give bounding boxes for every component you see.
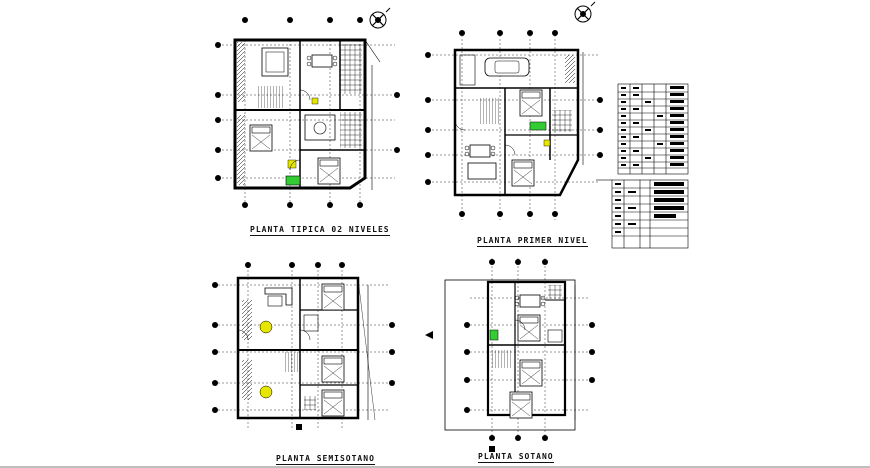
plan-title-typical: PLANTA TIPICA 02 NIVELES <box>250 225 390 234</box>
grid-bubbles <box>212 262 395 413</box>
grid-lines <box>222 40 395 205</box>
plan-title-basement: PLANTA SOTANO <box>478 452 554 461</box>
north-arrow-icon <box>369 7 391 29</box>
plan-title-first: PLANTA PRIMER NIVEL <box>477 236 588 245</box>
plan-typical <box>215 17 400 208</box>
plan-semi <box>212 262 395 430</box>
plan-first <box>425 30 603 220</box>
schedule-table-lower <box>596 179 689 249</box>
schedule-table-upper <box>617 83 689 175</box>
schedule-table-lower-marks <box>615 182 684 233</box>
north-arrow-icon <box>574 1 596 23</box>
schedule-table-upper-marks <box>621 86 684 166</box>
plan-title-semi: PLANTA SEMISOTANO <box>276 454 375 463</box>
plan-basement <box>425 258 595 452</box>
